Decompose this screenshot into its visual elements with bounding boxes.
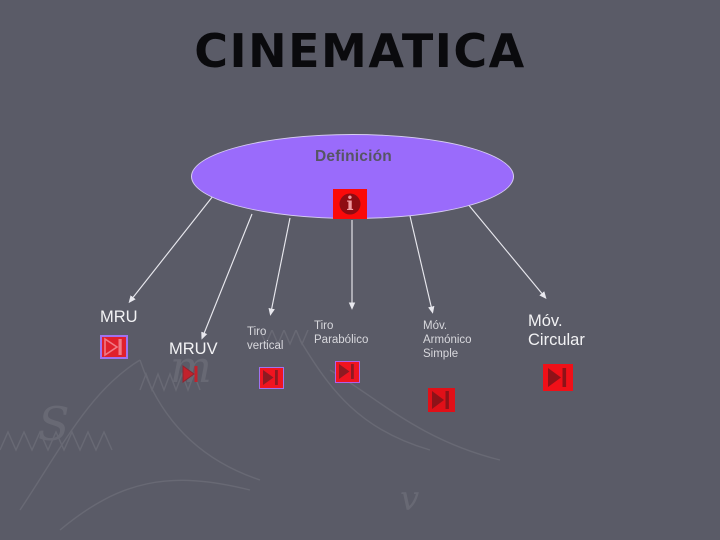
info-icon[interactable]: i [333, 189, 367, 219]
branch-tiro-parabolico-play-next-button-icon[interactable] [335, 361, 360, 383]
branch-tiro-vertical-label: Tiro vertical [247, 326, 284, 352]
branch-mov-armonico-simple-play-next-button-icon[interactable] [428, 388, 455, 412]
info-icon-disc [339, 193, 361, 215]
branch-tiro-vertical-play-next-button-icon[interactable] [259, 367, 284, 389]
definicion-label: Definición [315, 148, 392, 165]
branch-tiro-parabolico-label: Tiro Parabólico [314, 320, 369, 346]
svg-text:S: S [38, 397, 70, 451]
branch-mov-circular-play-next-button-icon[interactable] [543, 364, 573, 391]
branch-mru-play-next-button-icon[interactable] [100, 335, 128, 359]
branch-mruv-label: MRUV [169, 340, 218, 358]
branch-mruv-play-next-button-icon[interactable] [181, 364, 201, 384]
svg-text:v: v [400, 479, 419, 519]
info-icon-glyph: i [346, 193, 354, 215]
branch-mov-armonico-simple-label: Móv. Armónico Simple [423, 320, 472, 360]
background-watermark: S m v [0, 330, 520, 540]
page-title: CINEMATICA [194, 24, 526, 78]
branch-mov-circular-label: Móv. Circular [528, 312, 585, 349]
branch-mru-label: MRU [100, 308, 138, 326]
